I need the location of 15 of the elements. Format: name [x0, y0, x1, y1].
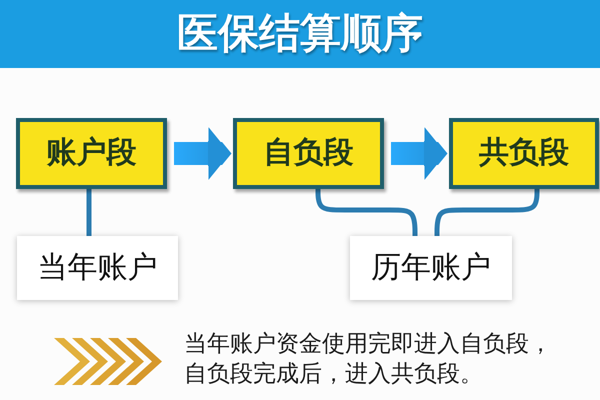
- node-label: 账户段: [46, 136, 136, 171]
- node-label: 共负段: [479, 136, 569, 171]
- account-box: [17, 236, 178, 300]
- note-text: 当年账户资金使用完即进入自负段，自负段完成后，进入共负段。: [184, 330, 553, 389]
- account-box: [350, 236, 512, 300]
- title-text: 医保结算顺序: [177, 10, 423, 58]
- process-box: [233, 118, 384, 189]
- block-arrow: [391, 126, 448, 180]
- block-arrow: [174, 126, 232, 180]
- process-box: [449, 118, 599, 189]
- process-box: [16, 118, 167, 189]
- node-label: 自负段: [264, 136, 354, 171]
- node-label: 历年账户: [371, 250, 491, 286]
- node-label: 当年账户: [38, 250, 158, 286]
- connector-line: [86, 189, 92, 236]
